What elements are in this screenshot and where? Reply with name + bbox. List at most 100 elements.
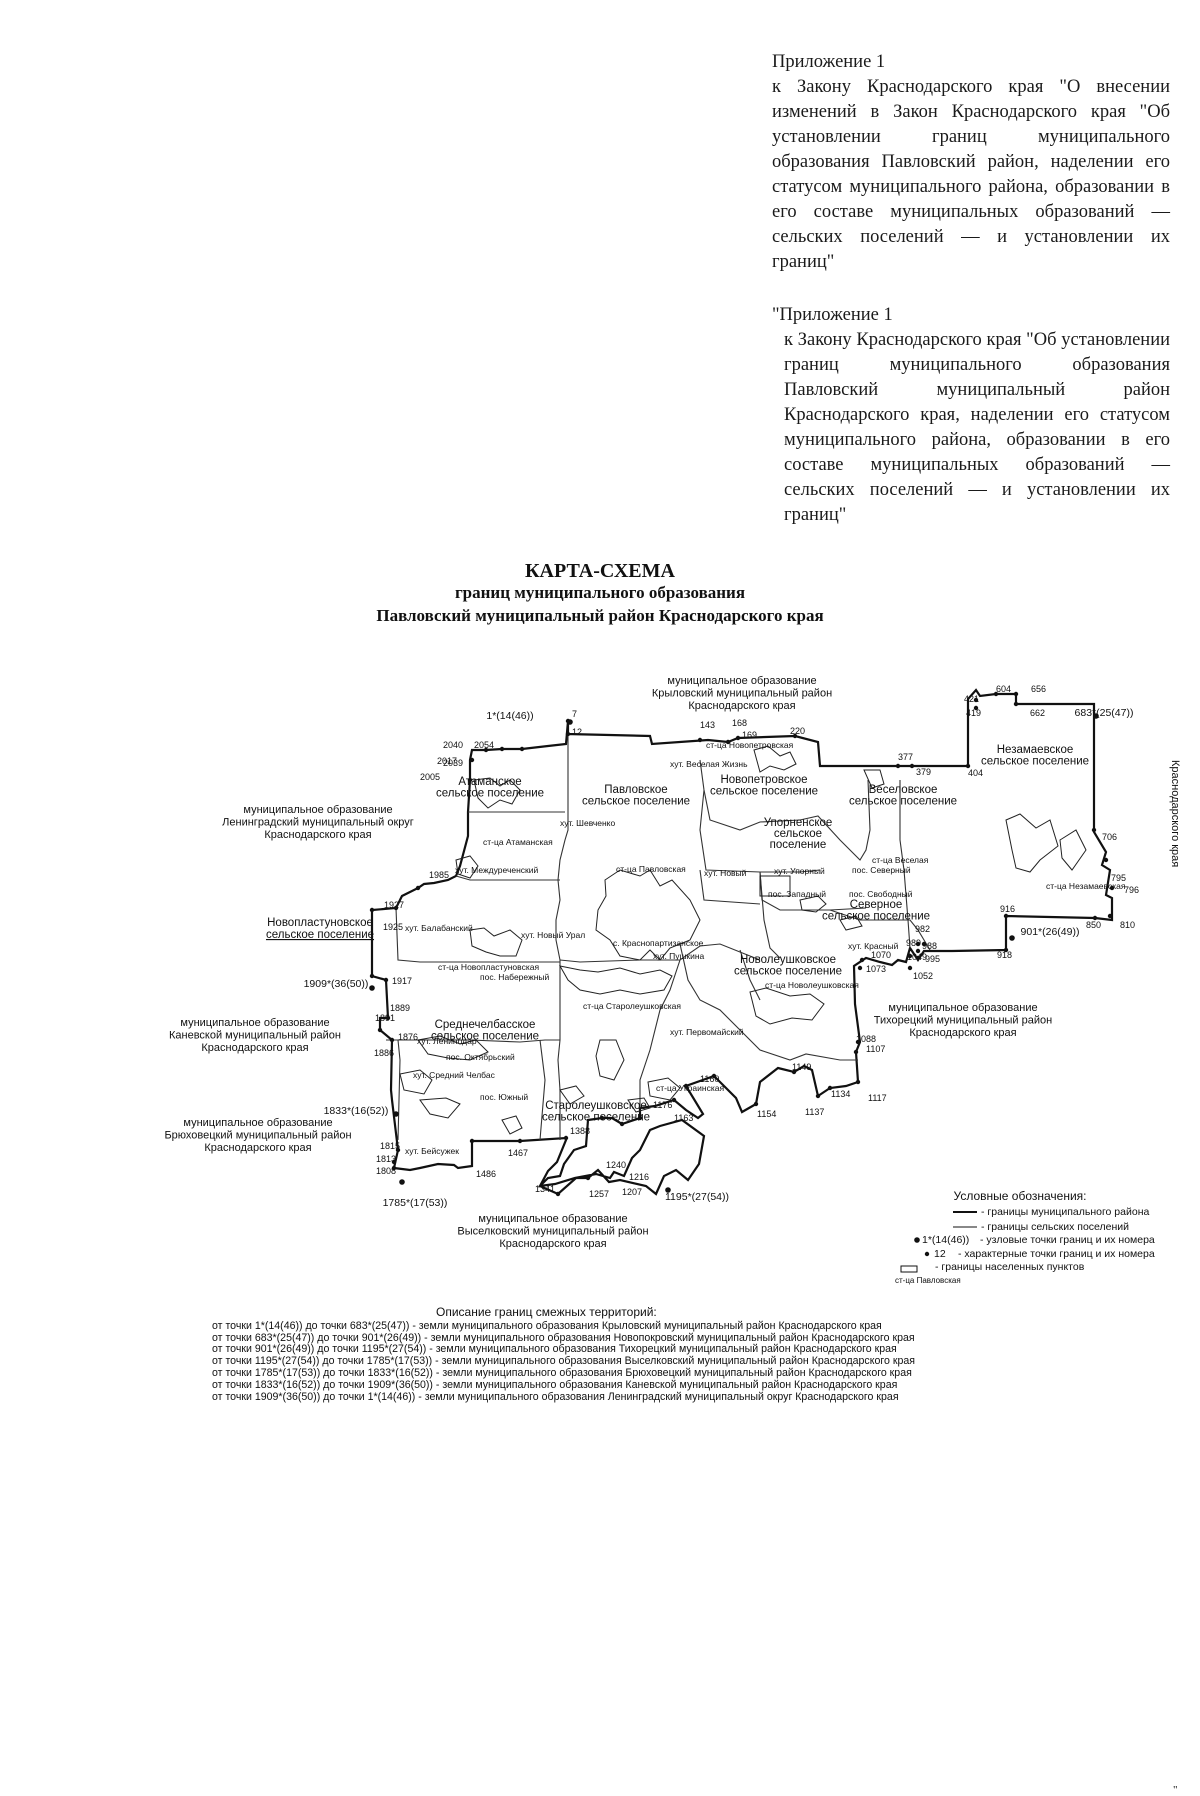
boundary-point-marker — [585, 1175, 591, 1181]
legend-item: - границы сельских поселений — [981, 1221, 1129, 1233]
boundary-point-marker — [815, 1093, 821, 1099]
boundary-point-marker — [671, 1097, 677, 1103]
boundary-point-label: 1154 — [757, 1109, 776, 1119]
boundary-point-label: 1486 — [476, 1169, 496, 1179]
boundary-point-marker — [683, 1083, 689, 1089]
annex-2-heading: "Приложение 1 — [772, 305, 893, 325]
boundary-point-label: 1815 — [380, 1141, 400, 1151]
boundary-point-marker — [563, 1135, 569, 1141]
settlement-place-label: хут. Ленинодар — [417, 1036, 477, 1046]
settlement-place-label: ст-ца Новолеушковская — [765, 980, 859, 990]
boundary-point-label: 1889 — [390, 1003, 410, 1013]
boundary-point-label: 1052 — [913, 971, 933, 981]
boundary-point-label: 2017 — [437, 756, 457, 766]
boundary-point-marker — [791, 1069, 797, 1075]
settlement-place-label: хут. Шевченко — [560, 818, 615, 828]
boundary-point-label: 1257 — [589, 1189, 609, 1199]
boundary-points — [369, 691, 1115, 1197]
boundary-point-marker — [973, 705, 979, 711]
boundary-point-label: 1163 — [674, 1113, 693, 1123]
boundary-point-label: 379 — [916, 767, 931, 777]
settlement-place-label: пос. Набережный — [480, 972, 550, 982]
boundary-point-marker — [1013, 701, 1019, 707]
settlement-boundaries — [386, 734, 931, 1141]
boundary-point-label: 916 — [1000, 904, 1015, 914]
settlement-place-label: пос. Западный — [768, 889, 826, 899]
settlement-atamanskoe-label: сельское поселение — [436, 788, 544, 800]
neighbor-vyselkovsky-label: Выселковский муниципальный район — [457, 1226, 648, 1238]
settlement-place-label: хут. Пушкина — [653, 951, 705, 961]
legend-sample-place: ст-ца Павловская — [895, 1276, 961, 1285]
boundary-point-label: 1149 — [792, 1062, 811, 1072]
settlement-nezamaevskoe-label: сельское поселение — [981, 756, 1089, 768]
boundary-point-label: 1137 — [805, 1107, 824, 1117]
neighbor-kanevskoy-label: Каневской муниципальный район — [169, 1030, 341, 1042]
settlement-srednechelbasskoe-label: сельское поселение — [431, 1031, 539, 1043]
settlement-place-label: ст-ца Новопластуновская — [438, 962, 539, 972]
key-point-marker — [399, 1179, 405, 1185]
settlement-staroleushkovskoe-label: Старолеушковское — [545, 1100, 647, 1112]
boundary-point-label: 2005 — [420, 772, 440, 782]
boundary-point-marker — [517, 1138, 523, 1144]
annex-2-body: к Закону Краснодарского края "Об установ… — [784, 330, 1170, 525]
settlement-novoplastunovskoe-label: Новопластуновское — [267, 917, 373, 929]
key-point-marker — [665, 1187, 671, 1193]
boundary-point-marker — [467, 777, 473, 783]
boundary-point-label: 2054 — [474, 740, 494, 750]
key-point-label: 1833*(16(52)) — [324, 1105, 389, 1117]
boundary-point-label: 706 — [1102, 832, 1117, 842]
key-point-marker — [1093, 713, 1099, 719]
boundary-point-label: 2039 — [443, 758, 463, 768]
neighbor-vyselkovsky-label: Краснодарского края — [499, 1238, 606, 1250]
boundary-point-label: 1985 — [429, 870, 449, 880]
neighbor-bryukhovetsky-label: Краснодарского края — [204, 1142, 311, 1154]
annex-1-body: к Закону Краснодарского края "О внесении… — [772, 77, 1170, 272]
boundary-point-label: 1813 — [376, 1154, 396, 1164]
boundary-point-marker — [519, 746, 525, 752]
neighbor-vertical-label: Краснодарского края — [1169, 760, 1181, 867]
settlement-place-label: ст-ца Атаманская — [483, 837, 553, 847]
boundary-point-marker — [735, 735, 741, 741]
settlement-outlines — [399, 745, 1087, 1135]
boundary-point-marker — [915, 941, 921, 947]
key-point-label: 1195*(27(54)) — [665, 1191, 729, 1203]
boundary-point-marker — [915, 955, 921, 961]
boundary-point-label: 1925 — [383, 922, 403, 932]
settlement-place-label: хут. Веселая Жизнь — [670, 759, 748, 769]
neighbor-kanevskoy-label: Краснодарского края — [201, 1042, 308, 1054]
boundary-point-label: 1467 — [508, 1148, 528, 1158]
settlement-upornenskoe-label: Упорненское — [764, 817, 833, 829]
boundary-point-marker — [827, 1085, 833, 1091]
settlement-place-label: хут. Бейсужек — [405, 1146, 459, 1156]
border-description-row: от точки 1*(14(46)) до точки 683*(25(47)… — [212, 1319, 882, 1332]
settlement-pavlovskoe-label: сельское поселение — [582, 796, 690, 808]
settlement-upornenskoe-label: сельское — [774, 828, 822, 840]
boundary-point-marker — [697, 737, 703, 743]
settlement-place-label: ст-ца Павловская — [616, 864, 686, 874]
boundary-point-marker — [555, 1191, 561, 1197]
settlement-place-label: ст-ца Незамаевская — [1046, 881, 1126, 891]
boundary-point-label: 2040 — [443, 740, 463, 750]
boundary-point-marker — [921, 941, 927, 947]
key-point-marker — [369, 985, 375, 991]
boundary-point-marker — [391, 1159, 397, 1165]
district-boundary — [370, 688, 1114, 1196]
legend-point — [924, 1251, 930, 1257]
boundary-point-marker — [383, 977, 389, 983]
annex-1-heading: Приложение 1 — [772, 52, 886, 72]
neighbor-leningradsky-label: муниципальное образование — [243, 804, 392, 816]
settlement-place-label: ст-ца Веселая — [872, 855, 929, 865]
neighbor-krylovsky-label: Краснодарского края — [688, 700, 795, 712]
boundary-point-label: 1073 — [866, 964, 886, 974]
map-subtitle-2: Павловский муниципальный район Краснодар… — [376, 606, 824, 625]
boundary-point-label: 662 — [1030, 708, 1045, 718]
settlement-place-label: хут. Балабанский — [405, 923, 473, 933]
neighbor-bryukhovetsky-label: муниципальное образование — [183, 1117, 332, 1129]
boundary-point-marker — [907, 953, 913, 959]
boundary-point-marker — [415, 885, 421, 891]
boundary-point-label: 1341 — [535, 1184, 555, 1194]
boundary-point-label: 988 — [922, 941, 937, 951]
settlement-pavlovskoe-label: Павловское — [604, 784, 667, 796]
key-point-label: 683*(25(47)) — [1075, 707, 1134, 719]
settlement-novopetrovskoe-label: сельское поселение — [710, 786, 818, 798]
